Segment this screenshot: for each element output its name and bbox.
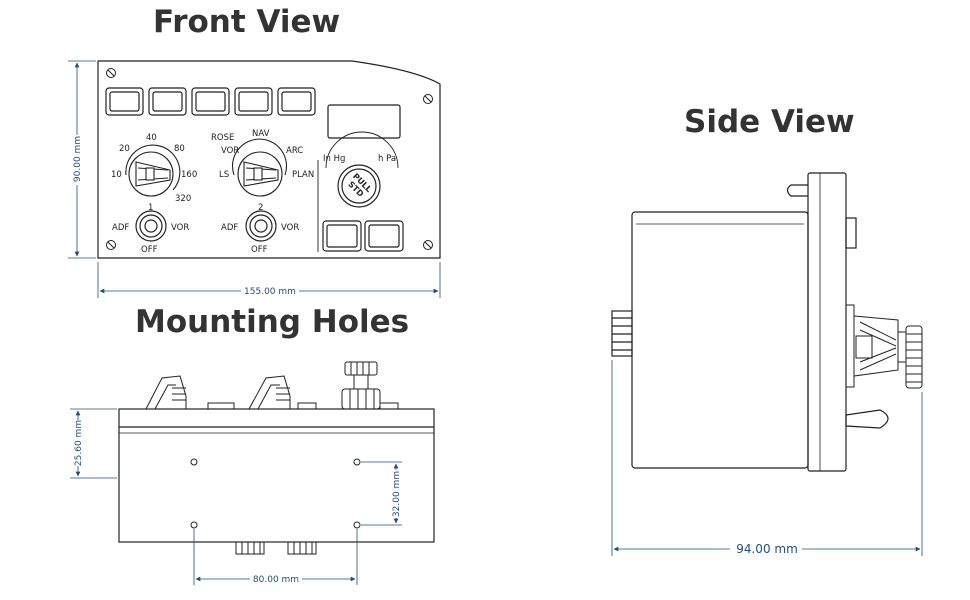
knob2-tick-ls: LS [219,170,229,180]
knob2-tick-rose: ROSE [211,133,234,143]
side-case [631,211,809,469]
mode-knob [231,138,288,197]
adf-vor-switch-1 [135,210,167,242]
switch2-number: 2 [258,203,263,213]
switch2-adf: ADF [221,223,238,233]
baro-knob [325,131,399,208]
knob2-tick-arc: ARC [286,146,303,156]
side-dimensions [611,360,923,556]
knob1-tick-20: 20 [119,144,130,154]
knob2-tick-vor: VOR [221,146,239,156]
front-panel-outline [97,60,441,259]
bottom-connectors [235,541,317,555]
knob1-tick-320: 320 [175,194,191,204]
switch1-off: OFF [141,245,158,255]
panel-screws [106,68,433,250]
display-window [327,104,401,139]
switch2-off: OFF [251,245,268,255]
knob1-tick-10: 10 [111,170,122,180]
side-view-drawing [611,172,923,472]
switch1-adf: ADF [112,223,129,233]
adf-vor-switch-2 [245,210,277,242]
top-button-row [105,87,316,116]
knob1-tick-80: 80 [174,144,185,154]
baro-inhg-label: In Hg [323,154,345,164]
knob1-tick-40: 40 [146,133,157,143]
hole-vertical-dimension: 32.00 mm [392,471,402,517]
side-toggle-lever [845,409,889,429]
mounting-holes [190,458,361,529]
mounting-dimensions [70,408,402,585]
mounting-holes-title: Mounting Holes [135,304,410,340]
side-baro-knob [905,325,923,389]
side-knob-assembly [845,304,923,389]
mount-height-dimension: 25.60 mm [74,420,84,466]
front-view-title: Front View [153,4,341,40]
knob2-tick-nav: NAV [252,129,270,139]
case-outline [118,408,435,543]
switch2-vor: VOR [281,223,299,233]
side-view-title: Side View [684,104,855,140]
top-knob-profiles [145,361,399,410]
side-front-panel [807,172,847,472]
range-knob [125,144,181,197]
side-depth-dimension: 94.00 mm [736,542,798,556]
front-width-dimension: 155.00 mm [244,287,296,297]
switch1-vor: VOR [171,223,189,233]
knob2-tick-plan: PLAN [292,170,314,180]
hole-horizontal-dimension: 80.00 mm [253,575,299,585]
front-height-dimension: 90.00 mm [73,136,83,182]
switch1-number: 1 [148,203,153,213]
front-view-drawing [97,60,441,259]
lower-button-row [322,220,404,252]
baro-hpa-label: h Pa [378,154,396,164]
knob1-tick-160: 160 [181,170,197,180]
mounting-view-drawing [118,361,435,555]
